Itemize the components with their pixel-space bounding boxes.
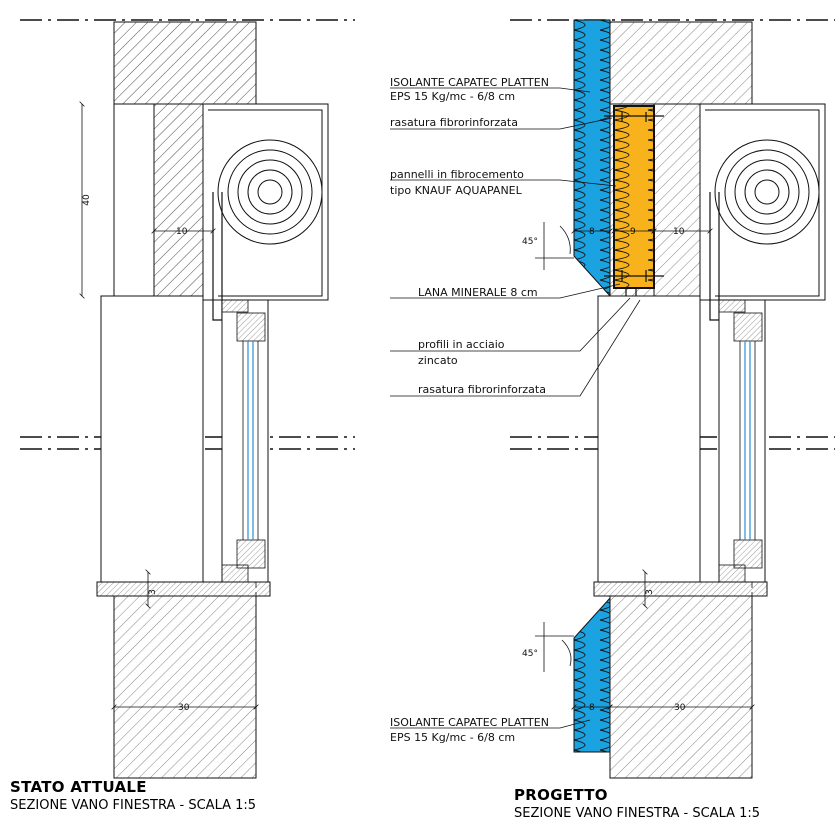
dim-panel-right: 8 (589, 227, 595, 237)
left-section: 40 10 3 30 (20, 19, 355, 780)
label-profili-2: zincato (418, 354, 458, 367)
angle-upper (535, 222, 574, 270)
left-roller (217, 139, 323, 245)
left-subtitle: SEZIONE VANO FINESTRA - SCALA 1:5 (10, 798, 257, 813)
label-pannelli-1: pannelli in fibrocemento (390, 168, 524, 181)
left-shutter-box (202, 103, 329, 301)
dim-box-gap-left: 10 (176, 227, 188, 237)
dim-sill-left: 3 (148, 589, 158, 595)
label-isolante-bottom-2: EPS 15 Kg/mc - 6/8 cm (390, 731, 515, 744)
label-isolante-top-2: EPS 15 Kg/mc - 6/8 cm (390, 90, 515, 103)
left-title-block: STATO ATTUALE SEZIONE VANO FINESTRA - SC… (10, 778, 256, 813)
leader-lines (390, 87, 641, 729)
dim-box-gap-right: 10 (673, 227, 685, 237)
right-title: PROGETTO (514, 786, 608, 804)
dim-sill-right: 3 (645, 589, 655, 595)
dim-lower-panel-right: 8 (589, 703, 595, 713)
label-pannelli-2: tipo KNAUF AQUAPANEL (390, 184, 523, 197)
label-rasatura-2: rasatura fibrorinforzata (418, 383, 546, 396)
angle-lower-label: 45° (522, 649, 538, 659)
right-subtitle: SEZIONE VANO FINESTRA - SCALA 1:5 (514, 806, 761, 821)
label-isolante-bottom-1: ISOLANTE CAPATEC PLATTEN (390, 716, 549, 729)
right-title-block: PROGETTO SEZIONE VANO FINESTRA - SCALA 1… (514, 786, 760, 821)
angle-upper-label: 45° (522, 237, 538, 247)
dim-wall-left: 30 (178, 703, 190, 713)
left-title: STATO ATTUALE (10, 778, 147, 796)
left-lower-wall (113, 595, 257, 779)
dim-mineral-right: 9 (630, 227, 636, 237)
right-section: 8 9 10 3 30 8 45° 45° (390, 19, 835, 780)
label-isolante-top-1: ISOLANTE CAPATEC PLATTEN (390, 76, 549, 89)
label-rasatura-1: rasatura fibrorinforzata (390, 116, 518, 129)
label-profili-1: profili in acciaio (418, 338, 505, 351)
label-lana: LANA MINERALE 8 cm (418, 286, 538, 299)
angle-lower (535, 622, 574, 672)
dim-wall-right: 30 (674, 703, 686, 713)
left-sill (96, 581, 271, 597)
dim-height-left: 40 (82, 194, 92, 206)
